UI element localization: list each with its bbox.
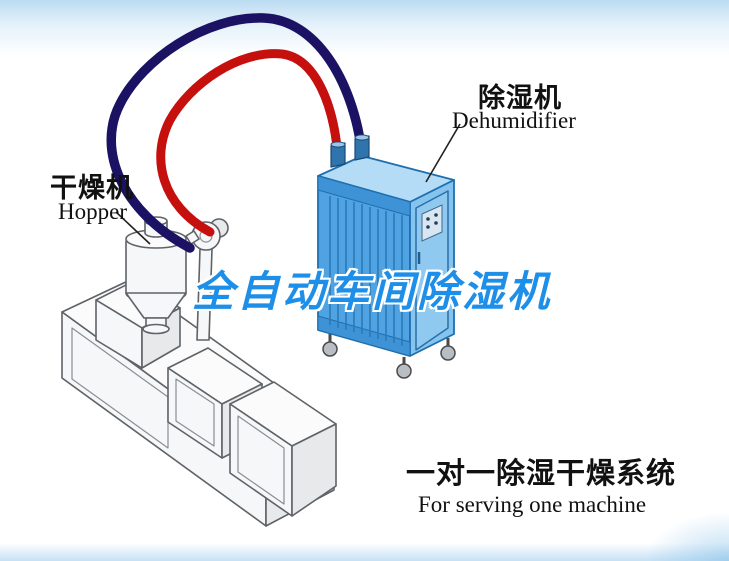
dehumidifier-label-cn: 除湿机 — [478, 83, 562, 113]
dehumidifier-label-en: Dehumidifier — [452, 108, 576, 133]
return-air-hose-navy — [106, 13, 367, 253]
dehumidifier-pointer-line — [425, 123, 461, 183]
dry-air-hose-red — [156, 49, 343, 237]
dehumidifier-bottom-band — [317, 315, 411, 357]
hopper-label-cn: 干燥机 — [50, 173, 134, 203]
system-title-cn: 一对一除湿干燥系统 — [406, 458, 677, 490]
machine-bed-door — [71, 327, 169, 449]
extruder-machine — [61, 216, 337, 527]
dehumidifier — [317, 155, 456, 379]
hopper-label-en: Hopper — [58, 199, 127, 224]
hopper-cone — [125, 292, 187, 319]
vent-grille — [329, 196, 403, 346]
machine-cabinet-b — [229, 381, 337, 517]
main-title: 全自动车间除湿机 — [192, 268, 553, 315]
caster-wheels — [322, 334, 456, 379]
dehumidifier-top-band — [317, 175, 411, 217]
hopper-flange — [142, 323, 170, 335]
hopper-pointer-line — [115, 211, 151, 245]
blower-hopper-duct — [185, 230, 200, 245]
system-title-en: For serving one machine — [418, 492, 647, 517]
hose-connectors — [330, 134, 370, 168]
